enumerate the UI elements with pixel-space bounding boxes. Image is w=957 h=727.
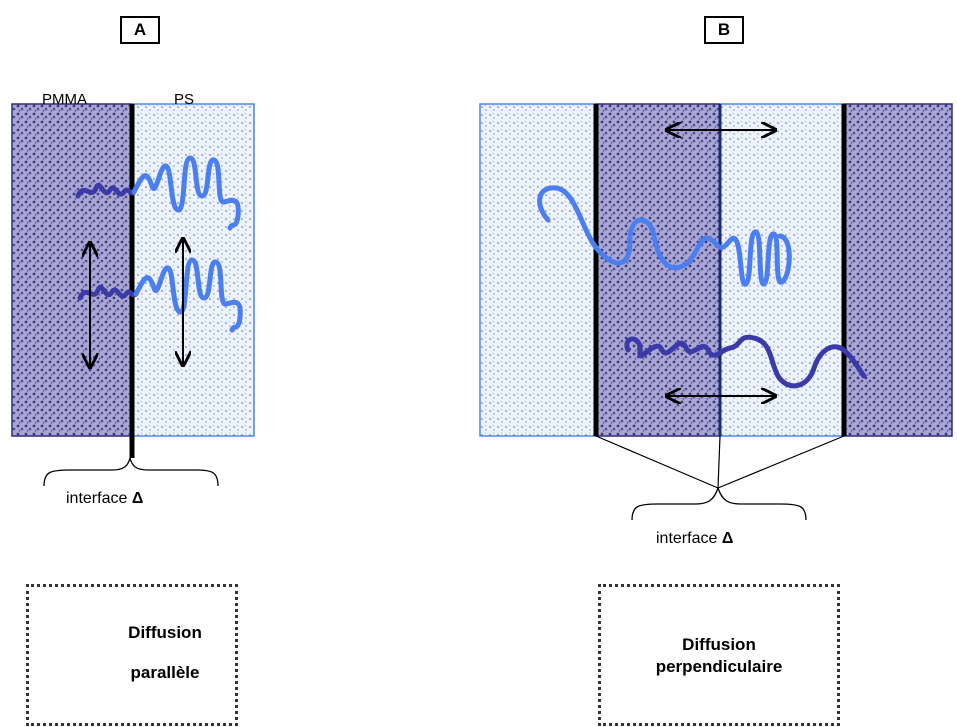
interface-symbol-a: Δ [131,490,144,507]
legend-parallel [26,584,238,726]
panel-b-label: B [704,16,744,44]
pmma-layer [11,103,133,437]
legend-perpendicular-line1: Diffusion [682,635,756,654]
pmma-tag: PMMA [42,91,87,108]
ps-chain-b [537,185,792,287]
interface-brace-b [631,485,807,521]
ps-chain-upper [131,155,241,231]
interface-connector-1 [595,435,719,489]
pmma-chain-b [624,334,867,389]
legend-perpendicular [598,584,840,726]
legend-perpendicular-line2: perpendiculaire [655,657,783,676]
interface-brace-a [43,457,219,487]
interface-caption-b: interface Δ [656,530,733,548]
ps-layer-left [479,103,597,437]
pmma-layer-right [843,103,953,437]
interface-word-b: interface [656,530,718,547]
panel-b [479,103,953,521]
ps-layer [131,103,255,437]
ps-chain-lower [133,257,243,333]
ps-layer-center [719,103,845,437]
interface-caption-a: interface Δ [66,490,143,508]
panel-a-label: A [120,16,160,44]
pmma-layer-center [595,103,721,437]
interface-symbol-b: Δ [721,530,734,547]
legend-perpendicular-text: Diffusion perpendiculaire [604,634,834,678]
interface-word-a: interface [66,490,128,507]
interface-connector-3 [717,435,845,489]
panel-a [11,103,255,487]
ps-tag: PS [174,91,195,108]
legend-parallel-line1: Diffusion [128,623,202,642]
pmma-chain-upper [75,183,137,199]
legend-parallel-line2: parallèle [130,663,200,682]
legend-parallel-text: Diffusion parallèle [104,622,226,684]
interface-connector-2 [717,435,721,489]
